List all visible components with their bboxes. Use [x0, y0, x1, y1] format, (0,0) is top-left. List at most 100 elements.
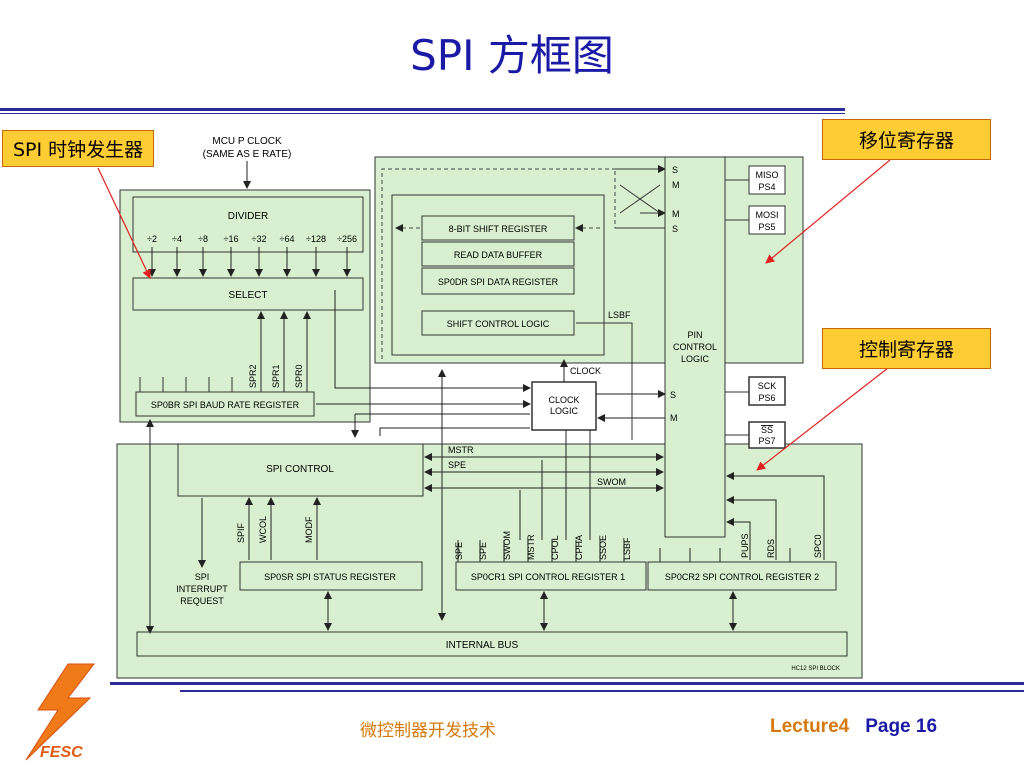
pin-m-label: M	[670, 413, 678, 423]
data-register-box	[421, 267, 575, 295]
callout-clock-generator: SPI 时钟发生器	[2, 130, 155, 167]
footer-divider	[110, 682, 1024, 685]
mcu-clock-label: MCU P CLOCK	[212, 136, 282, 147]
read-buffer-box	[421, 241, 575, 267]
baud-register-ticks	[139, 377, 233, 392]
status-bit: MODF	[304, 516, 314, 543]
miso-label: PS4	[758, 182, 775, 192]
status-bit: WCOL	[258, 516, 268, 543]
div-ratio: ÷128	[306, 234, 326, 244]
page-number: 16	[915, 716, 938, 737]
figure-id: HC12 SPI BLOCK	[791, 666, 840, 672]
title-divider-thin	[0, 113, 845, 114]
status-bit: SPIF	[236, 522, 246, 543]
callout-control-register: 控制寄存器	[822, 328, 992, 369]
mosi-label: PS5	[758, 222, 775, 232]
data-register-label: SP0DR SPI DATA REGISTER	[438, 277, 559, 287]
mosi-pin	[748, 205, 786, 235]
pin-m-label: M	[672, 209, 680, 219]
control-register-2-label: SP0CR2 SPI CONTROL REGISTER 2	[665, 572, 819, 582]
course-title: 微控制器开发技术	[360, 721, 496, 741]
pin-control-label: LOGIC	[681, 354, 710, 364]
div-ratio: ÷2	[147, 234, 157, 244]
baud-rate-register	[135, 391, 315, 417]
internal-bus	[136, 631, 848, 657]
pin-control-logic	[664, 156, 726, 538]
interrupt-label: REQUEST	[180, 596, 224, 606]
cr1-bit: SPE	[454, 542, 464, 560]
spi-control-box	[177, 443, 424, 497]
page-info: Lecture4 Page 16	[770, 716, 937, 738]
sck-pin	[748, 376, 786, 406]
div-ratio: ÷64	[280, 234, 295, 244]
clock-logic-label: LOGIC	[550, 406, 579, 416]
title-divider	[0, 108, 845, 111]
fesc-logo	[25, 663, 96, 761]
cr1-bit: MSTR	[526, 534, 536, 560]
cr1-bit: CPHA	[574, 535, 584, 560]
control-register-1-label: SP0CR1 SPI CONTROL REGISTER 1	[471, 572, 625, 582]
footer-divider-thin	[180, 690, 1024, 692]
mosi-label: MOSI	[755, 210, 778, 220]
page-title: SPI 方框图	[410, 31, 614, 80]
cr1-bit: SSOE	[598, 535, 608, 560]
div-ratio: ÷8	[198, 234, 208, 244]
div-ratio: ÷256	[337, 234, 357, 244]
sck-label: SCK	[758, 381, 777, 391]
interrupt-label: SPI	[195, 572, 210, 582]
cr2-bit: PUPS	[740, 533, 750, 558]
lsbf-label: LSBF	[608, 310, 631, 320]
pin-s-label: S	[670, 390, 676, 400]
miso-pin	[748, 165, 786, 195]
pin-control-label: PIN	[687, 330, 702, 340]
divider-outputs	[148, 247, 351, 277]
lecture-label: Lecture4	[770, 716, 850, 737]
shift-register-panel	[374, 156, 804, 364]
control-register-panel	[116, 443, 863, 679]
spi-control-label: SPI CONTROL	[266, 464, 334, 475]
div-ratio: ÷4	[172, 234, 182, 244]
read-buffer-label: READ DATA BUFFER	[454, 250, 543, 260]
pin-s-label: S	[672, 224, 678, 234]
spe-label: SPE	[448, 460, 466, 470]
pin-m-label: M	[672, 180, 680, 190]
cr1-bit: SWOM	[502, 531, 512, 560]
divider-box	[132, 196, 364, 253]
interrupt-label: INTERRUPT	[176, 584, 228, 594]
logo-text: FESC	[40, 744, 83, 761]
select-box	[132, 277, 364, 311]
callout-shift-register: 移位寄存器	[822, 119, 992, 160]
shift-control-box	[421, 310, 575, 336]
control-register-1	[455, 561, 647, 591]
internal-bus-label: INTERNAL BUS	[446, 640, 519, 651]
div-ratio: ÷16	[224, 234, 239, 244]
sck-label: PS6	[758, 393, 775, 403]
status-register-label: SP0SR SPI STATUS REGISTER	[264, 572, 396, 582]
cr2-bit: SPC0	[813, 534, 823, 558]
shift-control-label: SHIFT CONTROL LOGIC	[447, 319, 550, 329]
mstr-label: MSTR	[448, 445, 474, 455]
miso-label: MISO	[755, 170, 778, 180]
spr-bit: SPR2	[248, 364, 258, 388]
baud-rate-register-label: SP0BR SPI BAUD RATE REGISTER	[151, 400, 300, 410]
cr1-bit: SPE	[478, 542, 488, 560]
spr-bit: SPR0	[294, 364, 304, 388]
shift-register-label: 8-BIT SHIFT REGISTER	[449, 224, 548, 234]
page-label: Page	[865, 716, 911, 737]
cr1-bit: CPOL	[550, 535, 560, 560]
select-label: SELECT	[229, 290, 268, 301]
clock-logic-label: CLOCK	[548, 395, 579, 405]
clock-generator-panel	[119, 189, 371, 423]
cr1-bit: LSBF	[622, 537, 632, 560]
shift-inner-box	[391, 194, 605, 356]
cr2-bit: RDS	[766, 539, 776, 558]
divider-label: DIVIDER	[228, 211, 269, 222]
pin-s-label: S	[672, 165, 678, 175]
clock-logic-box	[531, 381, 597, 431]
divider-ratios: ÷2 ÷4 ÷8 ÷16 ÷32 ÷64 ÷128 ÷256	[147, 234, 357, 244]
shift-register-box	[421, 215, 575, 241]
ss-label: PS7	[758, 436, 775, 446]
ss-label: SS	[761, 425, 773, 435]
status-register	[239, 561, 423, 591]
